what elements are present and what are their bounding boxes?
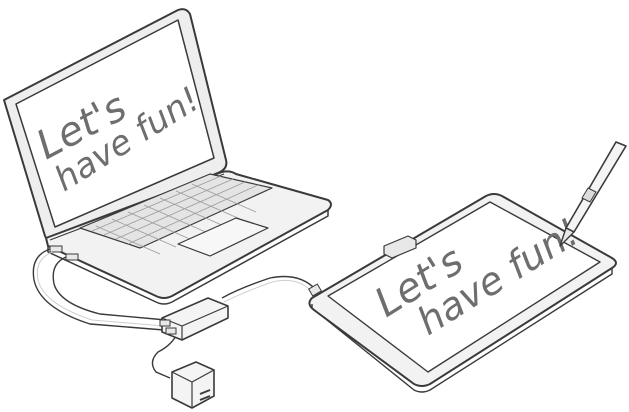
stylus-icon: [560, 142, 626, 246]
laptop-port-1: [50, 246, 62, 252]
cable-tablet: [222, 277, 316, 299]
laptop-icon: Let's have fun!: [4, 9, 331, 304]
power-plug-icon: [172, 362, 214, 408]
hub-adapter-icon: [160, 298, 228, 340]
laptop-port-2: [66, 254, 78, 260]
